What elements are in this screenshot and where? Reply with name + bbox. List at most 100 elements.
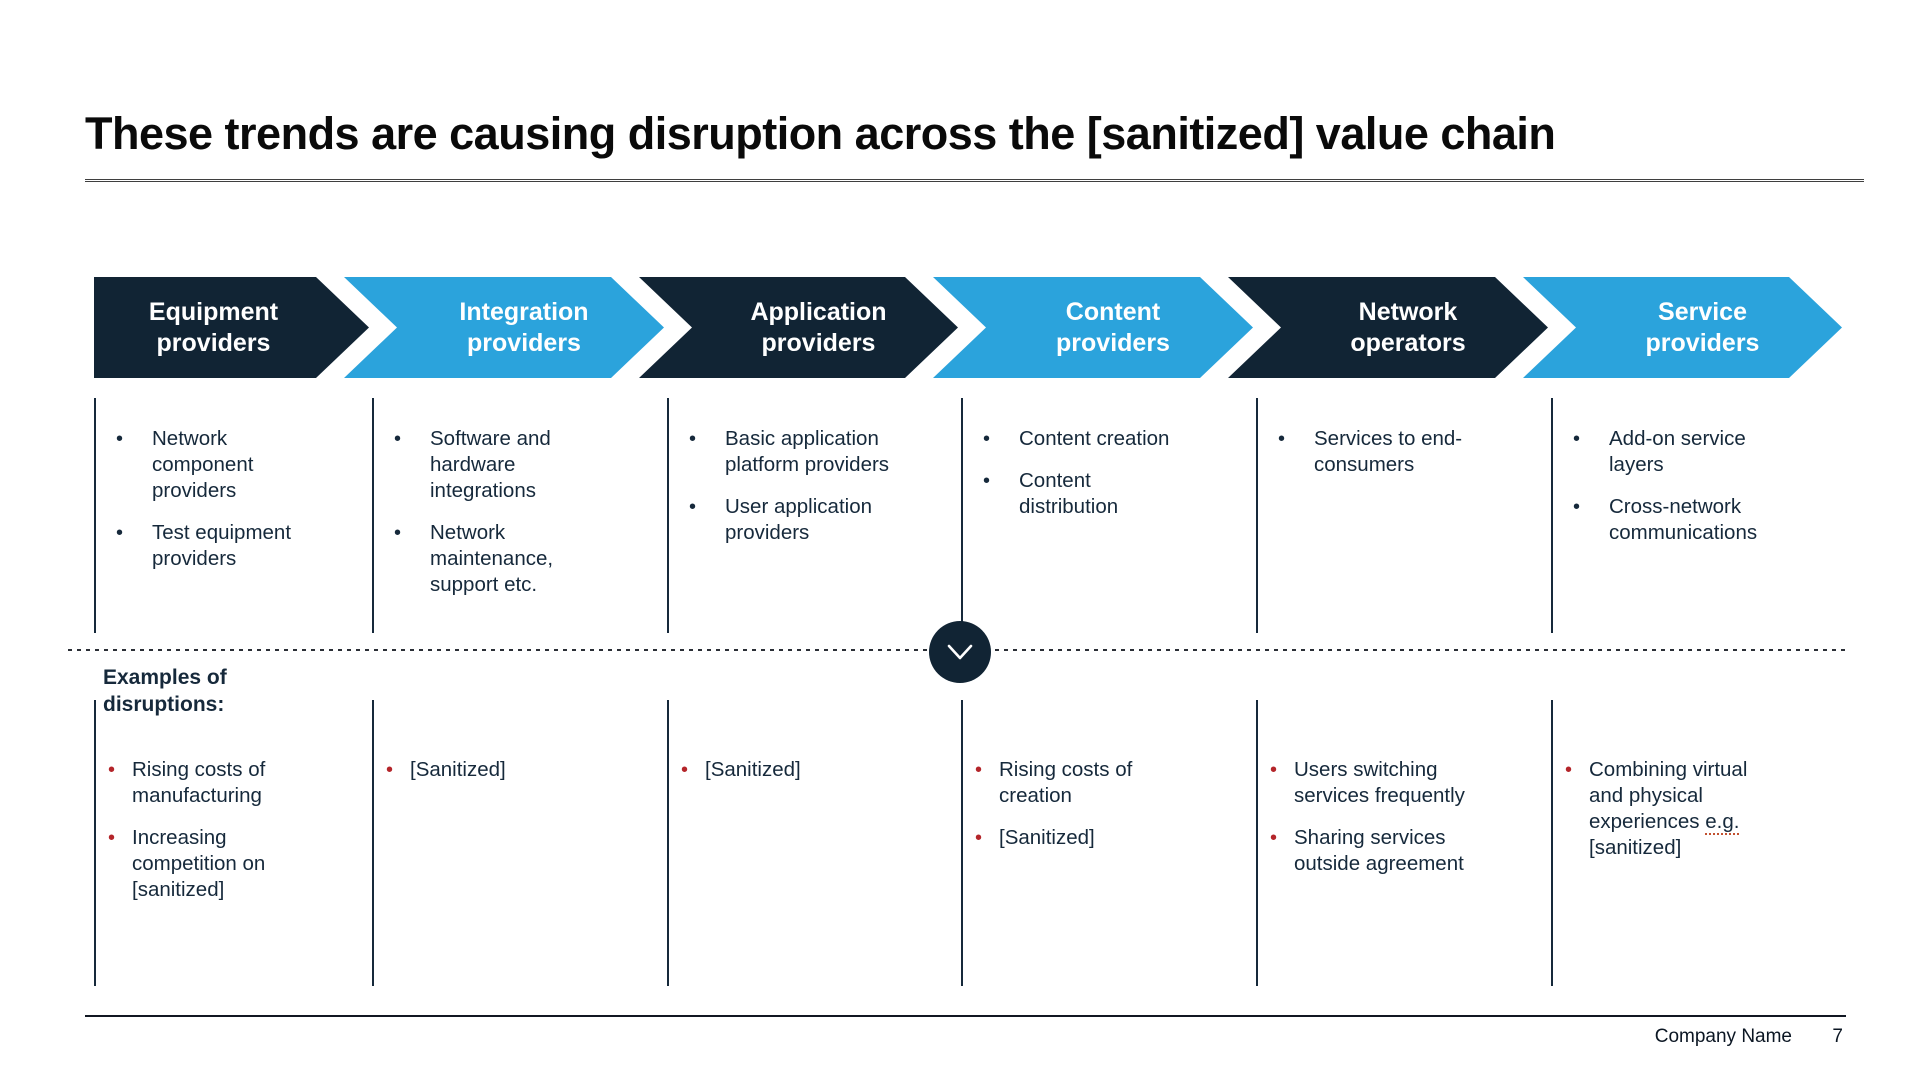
column-divider-examples — [1551, 700, 1553, 986]
bullet-dot-icon: • — [394, 428, 402, 450]
bullet-dot-icon: • — [386, 759, 394, 781]
list-item: • Combining virtual and physical experien… — [1565, 757, 1761, 861]
disruption-text: Increasing competition on [sanitized] — [132, 826, 266, 901]
value-chain-stage-6: Service providers — [1523, 277, 1842, 378]
list-item: • Cross-network communications — [1573, 494, 1775, 546]
list-item: •Rising costs of manufacturing — [108, 757, 304, 809]
list-item: • [Sanitized] — [975, 825, 1171, 851]
list-item: • Software and hardware integrations — [394, 426, 596, 504]
bullet-dot-icon: • — [108, 827, 116, 849]
disruption-list: • Rising costs of creation • [Sanitized] — [975, 757, 1171, 867]
list-item: • [Sanitized] — [386, 757, 582, 783]
provider-list: • Network component providers • Test equipm… — [116, 426, 318, 588]
value-chain-stage-3: Application providers — [639, 277, 958, 378]
value-chain-stage-4: Content providers — [933, 277, 1253, 378]
stage-label: Application providers — [750, 297, 887, 357]
disruption-text: [Sanitized] — [410, 758, 506, 781]
bullet-dot-icon: • — [1270, 759, 1278, 781]
stage-label: Equipment providers — [148, 297, 279, 357]
bullet-dot-icon: • — [975, 827, 983, 849]
chevron-down-circle — [929, 621, 991, 683]
list-item-text: Cross-network communications — [1609, 495, 1758, 544]
column-divider-examples — [961, 700, 963, 986]
disruption-text: [Sanitized] — [705, 758, 801, 781]
bullet-dot-icon: • — [983, 428, 991, 450]
bullet-dot-icon: • — [1270, 827, 1278, 849]
page-title: These trends are causing disruption acro… — [85, 108, 1556, 159]
disruption-list: • [Sanitized] — [681, 757, 877, 799]
bullet-dot-icon: • — [108, 759, 116, 781]
column-divider-top — [1256, 398, 1258, 633]
provider-list: • Basic application platform providers • Us… — [689, 426, 891, 562]
list-item: • Content creation — [983, 426, 1185, 452]
column-divider-examples — [667, 700, 669, 986]
list-item-text: User application providers — [725, 495, 872, 544]
column-divider-top — [1551, 398, 1553, 633]
list-item-text: Content creation — [1019, 427, 1170, 450]
list-item: •Content distribution — [983, 468, 1185, 520]
disruption-list: • Users switching services frequently • Sha… — [1270, 757, 1466, 893]
chevron-down-icon — [947, 644, 973, 660]
list-item: • Services to end-consumers — [1278, 426, 1480, 478]
bullet-dot-icon: • — [1565, 759, 1573, 781]
bullet-dot-icon: • — [681, 759, 689, 781]
disruption-text: Rising costs of creation — [999, 758, 1133, 807]
list-item: • Sharing services outside agreement — [1270, 825, 1466, 877]
title-rule — [85, 179, 1864, 182]
stage-label: Service providers — [1645, 297, 1760, 357]
disruption-text: [Sanitized] — [999, 826, 1095, 849]
disruption-list: • [Sanitized] — [386, 757, 582, 799]
column-divider-examples — [1256, 700, 1258, 986]
stage-label: Network operators — [1350, 297, 1466, 357]
column-divider-top — [94, 398, 96, 633]
column-divider-examples — [372, 700, 374, 986]
list-item: • User application providers — [689, 494, 891, 546]
list-item: • Users switching services frequently — [1270, 757, 1466, 809]
bullet-dot-icon: • — [1278, 428, 1286, 450]
list-item: • Add-on service layers — [1573, 426, 1775, 478]
value-chain-stage-5: Network operators — [1228, 277, 1548, 378]
bullet-dot-icon: • — [1573, 496, 1581, 518]
bullet-dot-icon: • — [1573, 428, 1581, 450]
list-item: • Test equipment providers — [116, 520, 318, 572]
value-chain-stage-1: Equipment providers — [94, 277, 369, 378]
list-item-text: Basic application platform providers — [725, 427, 890, 476]
disruption-text: Sharing services outside agreement — [1294, 826, 1464, 875]
list-item-text: Content distribution — [1019, 469, 1119, 518]
bullet-dot-icon: • — [689, 496, 697, 518]
list-item: • Increasing competition on [sanitized] — [108, 825, 304, 903]
column-divider-top — [372, 398, 374, 633]
bullet-dot-icon: • — [975, 759, 983, 781]
list-item: • Basic application platform providers — [689, 426, 891, 478]
value-chain-stage-2: Integration providers — [344, 277, 664, 378]
list-item: •Network maintenance, support etc. — [394, 520, 596, 598]
column-divider-examples — [94, 700, 96, 986]
list-item-text: Network component providers — [152, 427, 254, 502]
column-divider-top — [961, 398, 963, 633]
provider-list: • Software and hardware integrations •Netw… — [394, 426, 596, 614]
bullet-dot-icon: • — [116, 428, 124, 450]
stage-label: Integration providers — [459, 297, 589, 357]
bullet-dot-icon: • — [116, 522, 124, 544]
disruption-list: • Combining virtual and physical experien… — [1565, 757, 1761, 877]
disruption-text: Combining virtual and physical experienc… — [1589, 758, 1748, 833]
column-divider-top — [667, 398, 669, 633]
footer-rule — [85, 1015, 1846, 1017]
list-item: • [Sanitized] — [681, 757, 877, 783]
examples-heading: Examples of disruptions: — [103, 666, 227, 716]
list-item-text: Software and hardware integrations — [430, 427, 551, 502]
disruption-text: Users switching services frequently — [1294, 758, 1465, 807]
provider-list: • Services to end-consumers — [1278, 426, 1480, 494]
bullet-dot-icon: • — [689, 428, 697, 450]
list-item: • Network component providers — [116, 426, 318, 504]
list-item-text: Network maintenance, support etc. — [430, 521, 554, 596]
spellcheck-squiggle-text: e.g. — [1705, 810, 1740, 835]
disruption-text: [sanitized] — [1589, 836, 1682, 859]
list-item-text: Test equipment providers — [152, 521, 292, 570]
provider-list: • Add-on service layers • Cross-network com… — [1573, 426, 1775, 562]
footer-page-number: 7 — [1832, 1026, 1843, 1047]
list-item-text: Services to end-consumers — [1314, 427, 1463, 476]
list-item-text: Add-on service layers — [1609, 427, 1746, 476]
stage-label: Content providers — [1056, 297, 1170, 357]
